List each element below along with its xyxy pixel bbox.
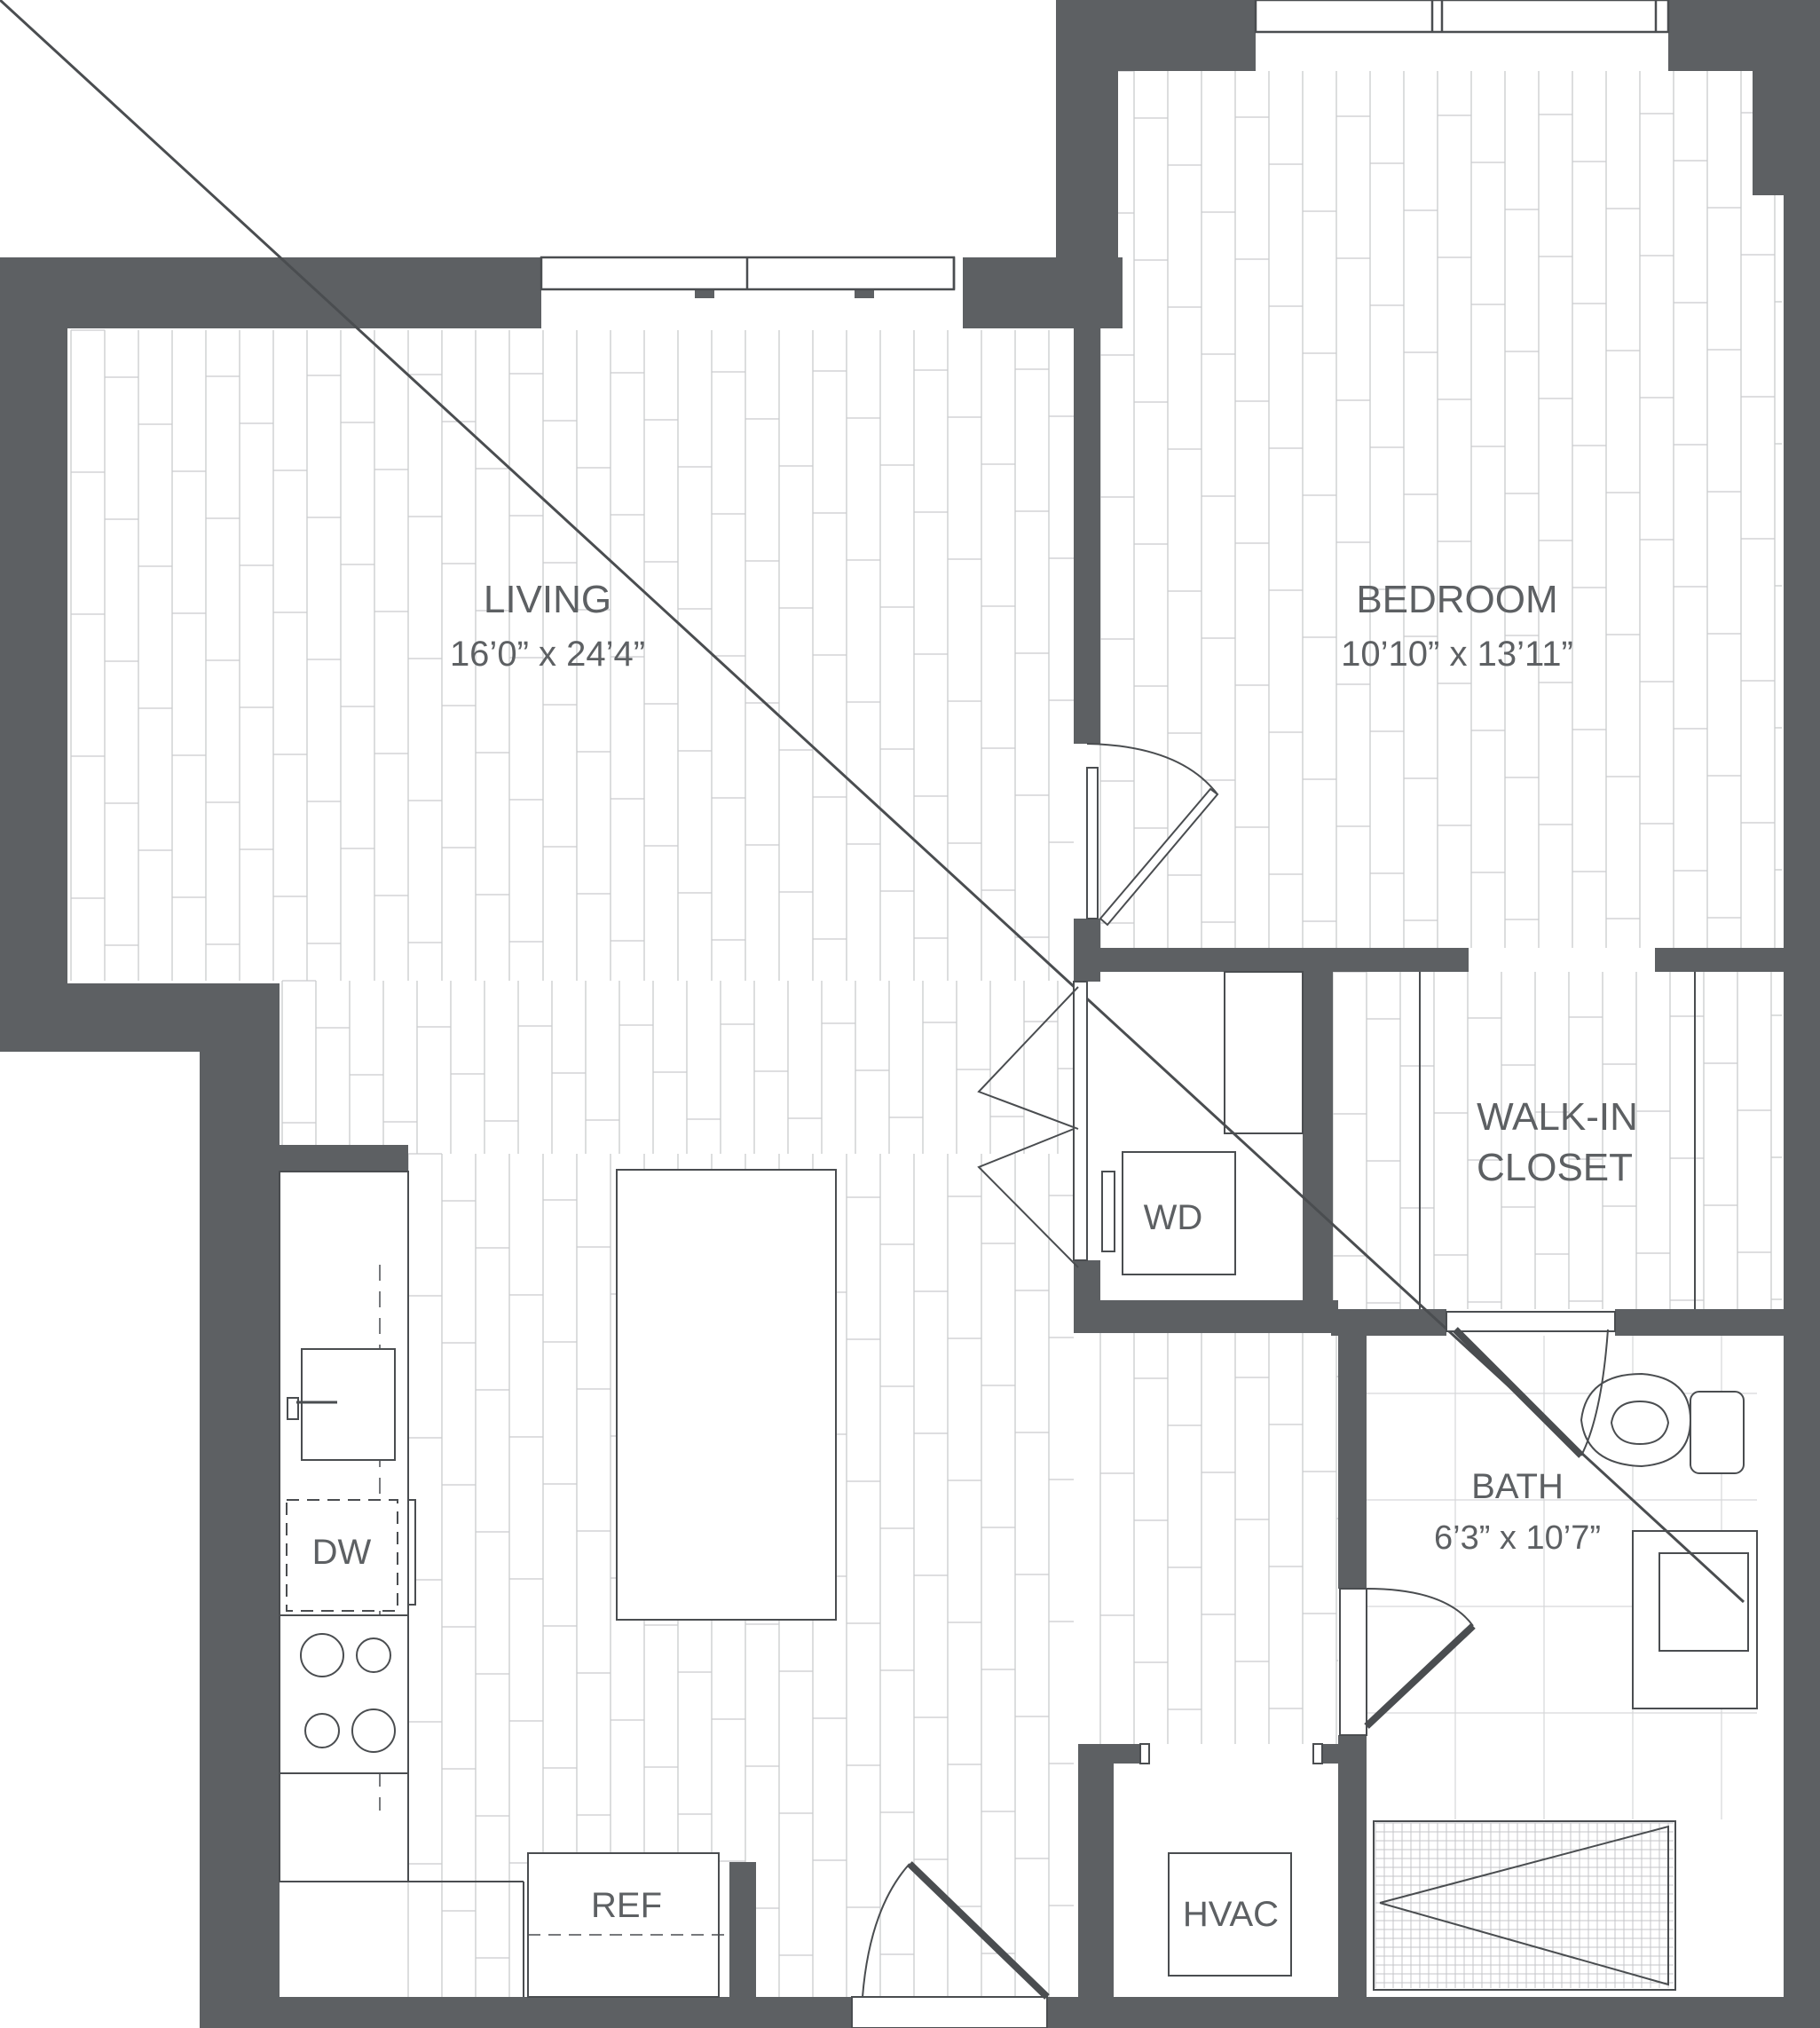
wall-left-lower	[200, 983, 280, 2028]
door-swing-icon	[1339, 1588, 1367, 1736]
dw-label: DW	[312, 1533, 372, 1572]
closet-label-line1: WALK-IN	[1477, 1095, 1638, 1139]
burner-icon	[356, 1637, 391, 1673]
bedroom-floor	[1100, 9, 1784, 950]
living-room-name: LIVING	[484, 578, 611, 621]
door-swing-icon	[1446, 1311, 1616, 1332]
hvac-label: HVAC	[1183, 1895, 1279, 1934]
bedroom-door-arc	[1086, 743, 1218, 795]
refrigerator	[527, 1852, 720, 1998]
wall-bedroom-top-left	[1056, 0, 1256, 71]
laundry-shelf	[1224, 971, 1304, 1134]
wall-right	[1784, 195, 1820, 2028]
sink-icon	[287, 1397, 337, 1420]
laundry-bifold-upper	[977, 986, 1079, 1130]
wall-living-top-left	[0, 257, 541, 328]
wall-kitchen-top	[200, 1145, 408, 1172]
hvac-door-jamb	[1312, 1743, 1323, 1764]
burner-icon	[300, 1633, 344, 1677]
ref-label: REF	[591, 1886, 662, 1925]
kitchen	[279, 1169, 837, 1998]
hvac	[1139, 1743, 1323, 1977]
toilet-icon	[1610, 1400, 1670, 1446]
laundry-bifold-lower	[977, 1128, 1079, 1268]
dishwasher	[286, 1499, 398, 1612]
door-swing-icon	[851, 1996, 1048, 2028]
dishwasher-handle	[407, 1499, 416, 1606]
laundry-closet	[1101, 971, 1304, 1275]
hvac-door-jamb	[1139, 1743, 1150, 1764]
living-room-dims: 16’0” x 24’4”	[450, 635, 645, 674]
burner-icon	[351, 1708, 396, 1753]
wd-label: WD	[1144, 1198, 1203, 1237]
wall-hvac-left	[1078, 1744, 1114, 2028]
wall-hvac-top-left	[1078, 1744, 1140, 1764]
bath-name: BATH	[1471, 1467, 1564, 1506]
burner-icon	[304, 1713, 340, 1748]
toilet-tank	[1690, 1391, 1745, 1474]
kitchen-sink	[301, 1348, 396, 1461]
doors	[851, 743, 1616, 2028]
bath-door-arc	[1366, 1588, 1474, 1627]
wall-bottom-right	[1047, 1997, 1820, 2028]
bath-dims: 6’3” x 10’7”	[1434, 1519, 1601, 1557]
wall-laundry-left-top	[1074, 948, 1100, 982]
wall-laundry-bottom	[1074, 1300, 1338, 1333]
wall-right-upper	[1753, 0, 1820, 195]
windows	[540, 0, 1670, 291]
shower-mesh	[1375, 1822, 1674, 1988]
entry-door-arc	[862, 1863, 910, 1998]
wall-bath-left-upper	[1338, 1309, 1367, 1589]
closet-shelves	[1419, 972, 1696, 1309]
bedroom-name: BEDROOM	[1356, 578, 1557, 621]
bath-fixtures	[0, 0, 1758, 1991]
wall-closet-top-left	[1074, 948, 1469, 972]
closet-bath-door-arc	[1580, 1329, 1609, 1456]
washer-dryer-handle	[1101, 1171, 1115, 1252]
wall-hvac-right	[1338, 1744, 1367, 2028]
hvac-unit	[1168, 1852, 1292, 1977]
bedroom-dims: 10’10” x 13’11”	[1341, 635, 1573, 674]
door-swing-icon	[1086, 767, 1099, 919]
wall-closet-top-right	[1655, 948, 1784, 972]
wall-closet-bottom-right	[1615, 1309, 1784, 1336]
closet-label-line2: CLOSET	[1477, 1146, 1633, 1189]
wall-divider-upper	[1074, 320, 1100, 744]
door-swing-icon	[1073, 981, 1088, 1261]
kitchen-island	[616, 1169, 837, 1621]
wall-ref-side	[729, 1862, 756, 2028]
shower-slope	[1379, 1825, 1669, 1986]
window-icon	[1254, 0, 1670, 34]
wall-left-upper	[0, 257, 67, 1052]
vanity-sink	[1658, 1552, 1749, 1652]
washer-dryer	[1122, 1151, 1236, 1275]
vanity-faucet	[0, 0, 1745, 1604]
wall-laundry-right	[1303, 948, 1333, 1333]
cooktop	[279, 1614, 409, 1774]
labels: LIVING 16’0” x 24’4” BEDROOM 10’10” x 13…	[312, 578, 1638, 1934]
shower-pan	[1373, 1820, 1676, 1991]
